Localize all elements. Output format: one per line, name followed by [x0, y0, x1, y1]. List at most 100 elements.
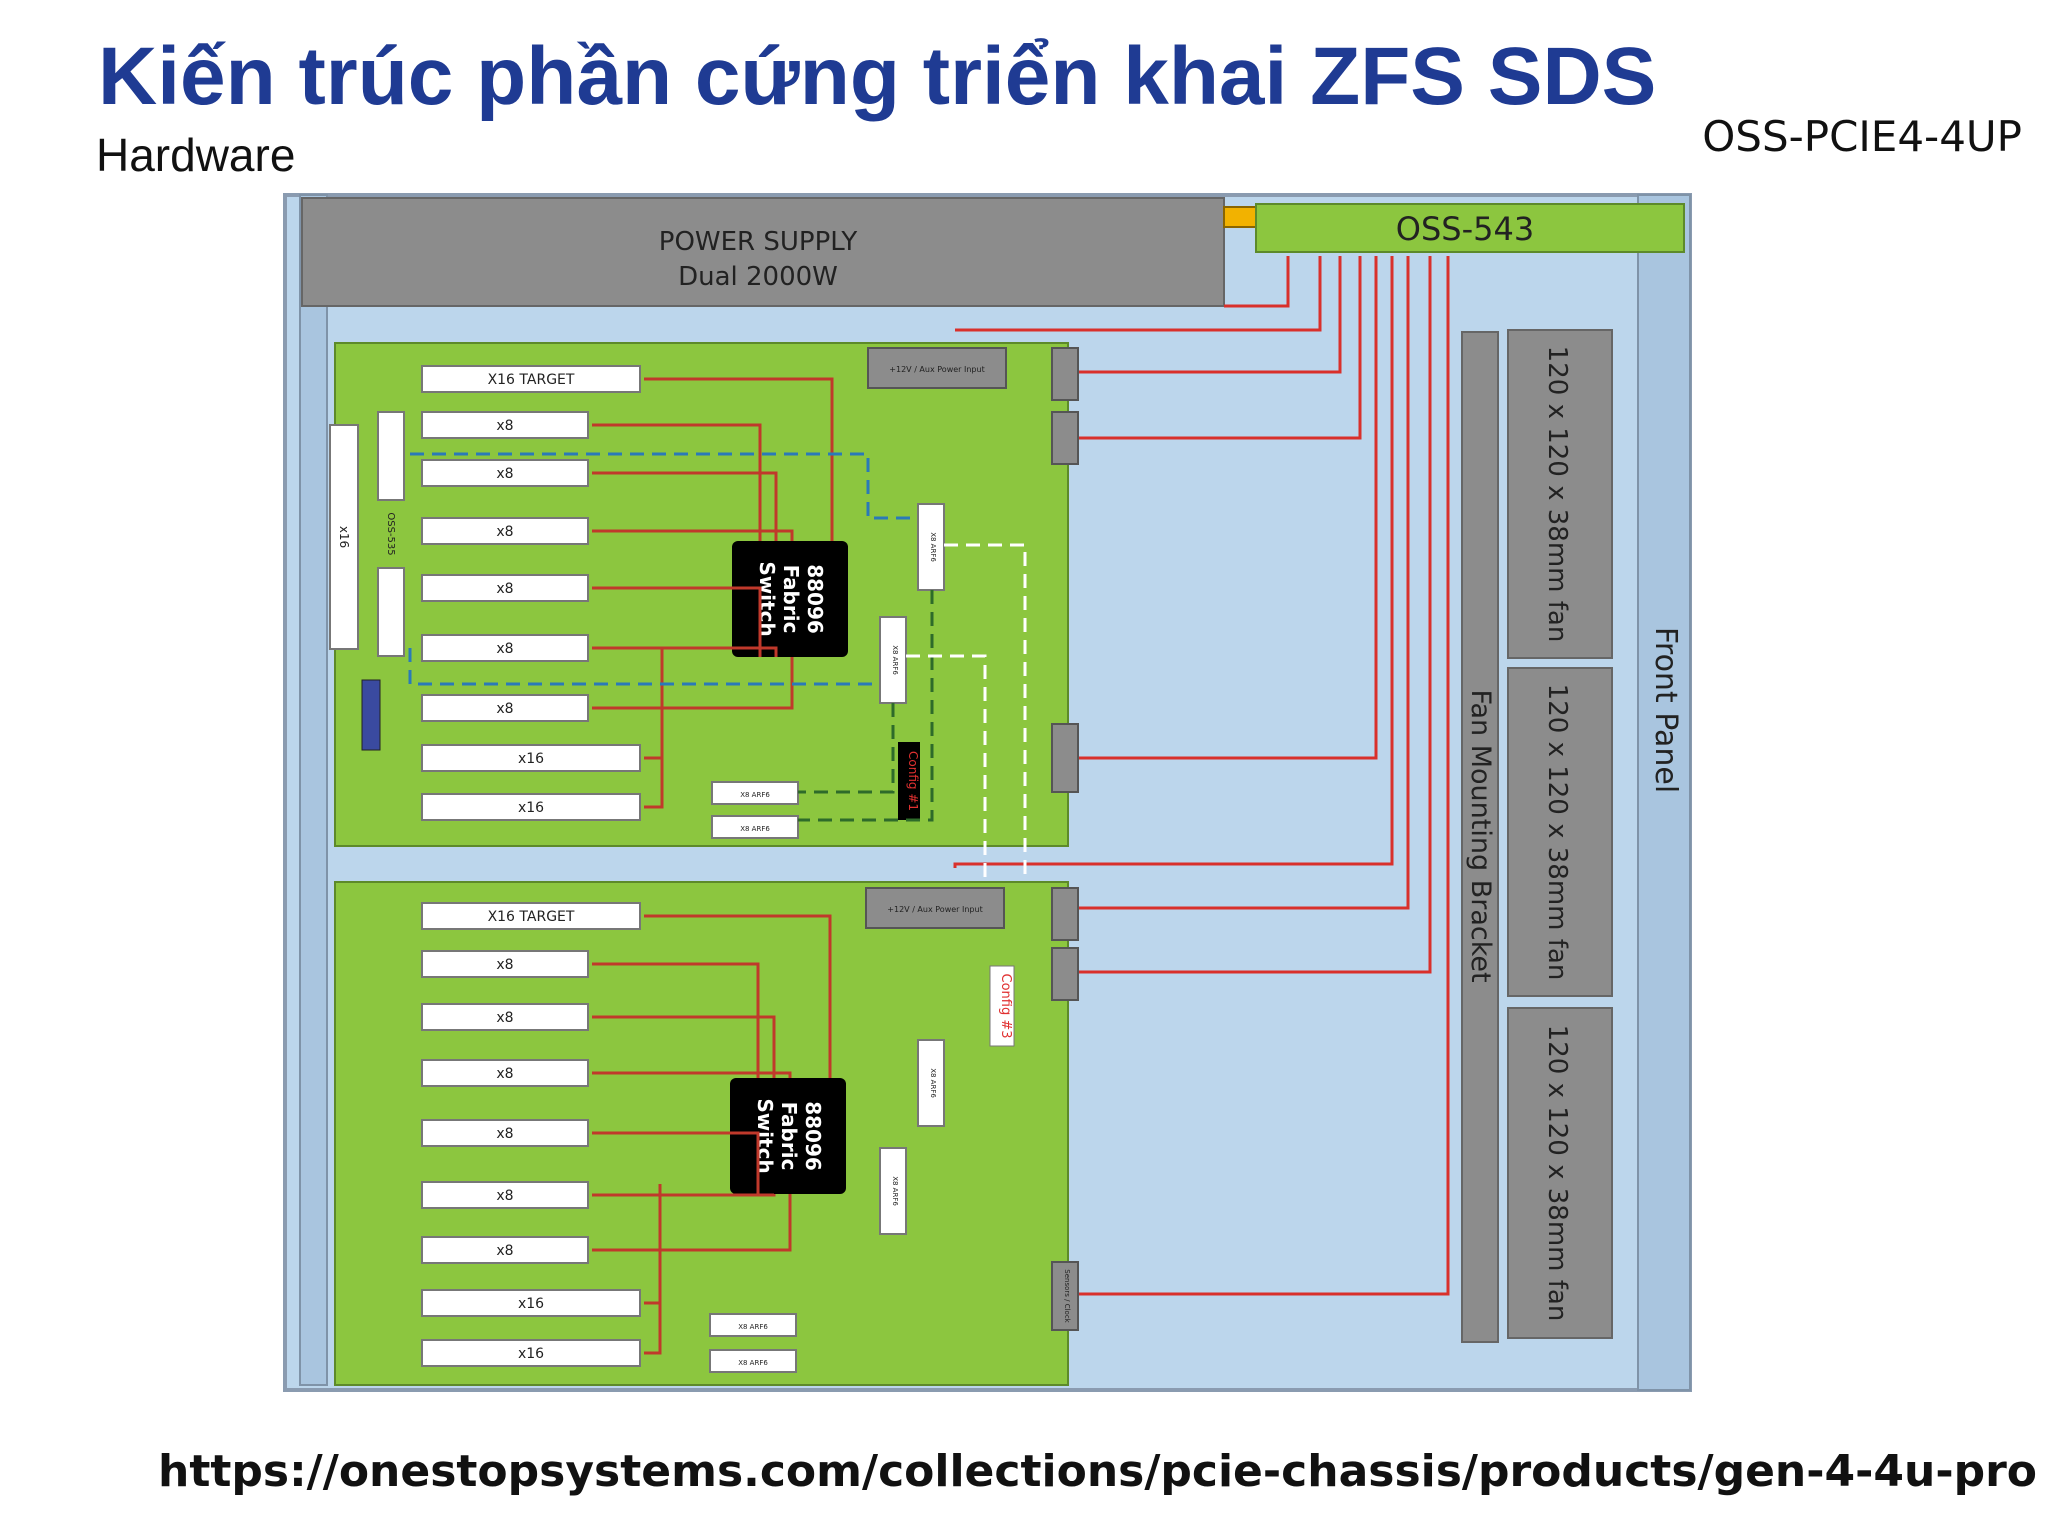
upper-green-dashed-2: [798, 703, 895, 794]
upper-blue-chip: [361, 679, 381, 751]
upper-slot-label-7: x16: [518, 751, 544, 767]
power-supply-title: POWER SUPPLY: [659, 227, 858, 257]
lower-slot-3: [421, 1059, 589, 1087]
upper-white-dashed: [906, 543, 1027, 1196]
fan-3: [1507, 1007, 1613, 1339]
upper-slot-label-0: X16 TARGET: [488, 372, 575, 388]
fan-1: [1507, 329, 1613, 659]
lower-slot-7: [421, 1289, 641, 1317]
upper-slot-0: [421, 365, 641, 393]
lower-aries-bottom-2-label: X8 ARF6: [738, 1359, 768, 1367]
upper-slot-label-2: x8: [496, 466, 513, 482]
lower-trace-8: [644, 1214, 662, 1355]
trace-lower-aux2: [1072, 256, 1432, 974]
upper-slot-label-8: x16: [518, 800, 544, 816]
slide-subtitle: Hardware: [96, 129, 296, 181]
fan-2: [1507, 667, 1613, 997]
upper-slot-3: [421, 517, 589, 545]
lower-aux-2: [1051, 947, 1079, 1001]
upper-slot-1: [421, 411, 589, 439]
upper-aux-2: [1051, 411, 1079, 465]
upper-trace-2: [592, 471, 778, 541]
lower-trace-3: [592, 1071, 792, 1078]
lower-slot-label-5: x8: [496, 1188, 513, 1204]
lower-slot-2: [421, 1003, 589, 1031]
lower-slot-5: [421, 1181, 589, 1209]
upper-trace-6: [592, 657, 794, 710]
lower-aries-right-2: [879, 1147, 907, 1235]
lower-trace-6: [592, 1194, 792, 1252]
lower-power-input: [865, 887, 1005, 929]
lower-slot-label-4: x8: [496, 1126, 513, 1142]
upper-left-card-label: OSS-535: [385, 512, 396, 555]
upper-traces: [592, 377, 834, 809]
lower-slot-label-8: x16: [518, 1346, 544, 1362]
trace-lower-power: [953, 256, 1394, 868]
lower-trace-4: [592, 1131, 760, 1194]
lower-slot-1: [421, 950, 589, 978]
front-panel: [1637, 194, 1691, 1391]
upper-slot-label-5: x8: [496, 641, 513, 657]
upper-aries-bottom-2-label: X8 ARF6: [740, 825, 770, 833]
upper-config1-label: Config #1: [906, 751, 920, 811]
product-url[interactable]: https://onestopsystems.com/collections/p…: [158, 1446, 2038, 1497]
trace-lower-aux1: [1072, 256, 1410, 910]
power-supply-rating: Dual 2000W: [678, 262, 838, 292]
lower-switch-line1: 88096: [801, 1101, 825, 1171]
upper-config1: [898, 742, 920, 820]
lower-config3: [989, 965, 1015, 1047]
upper-aries-right-1: [917, 503, 945, 591]
lower-board: +12V / Aux Power Input Sensors / Clock 8…: [334, 881, 1079, 1386]
power-supply: [301, 197, 1225, 307]
trace-upper-power: [955, 256, 1322, 332]
lower-aries-bottom-1: [709, 1313, 797, 1337]
upper-aries-bottom-1-label: X8 ARF6: [740, 791, 770, 799]
trace-psu: [1224, 256, 1290, 308]
lower-slot-label-3: x8: [496, 1066, 513, 1082]
upper-sensor-clock: [1051, 723, 1079, 793]
lower-traces: [592, 914, 832, 1355]
lower-aries-right-1: [917, 1039, 945, 1127]
upper-power-input-label: +12V / Aux Power Input: [889, 365, 984, 374]
lower-aries-bottom-2: [709, 1349, 797, 1373]
lower-slot-label-7: x16: [518, 1296, 544, 1312]
fan-2-label: 120 x 120 x 38mm fan: [1542, 684, 1572, 981]
lower-slot-label-6: x8: [496, 1243, 513, 1259]
lower-aries-bottom-1-label: X8 ARF6: [738, 1323, 768, 1331]
upper-slot-label-4: x8: [496, 581, 513, 597]
lower-slot-label-0: X16 TARGET: [488, 909, 575, 925]
upper-aries-b: [377, 567, 405, 657]
fan-3-label: 120 x 120 x 38mm fan: [1542, 1025, 1572, 1322]
upper-switch-line1: 88096: [803, 564, 827, 634]
upper-slot-label-6: x8: [496, 701, 513, 717]
upper-aries-right-1-label: X8 ARF6: [929, 532, 937, 562]
oss543-board: [1255, 203, 1685, 253]
lower-slot-8: [421, 1339, 641, 1367]
lower-power-input-label: +12V / Aux Power Input: [887, 905, 982, 914]
upper-slot-4: [421, 574, 589, 602]
lower-switch-line2: Fabric: [777, 1102, 801, 1171]
upper-trace-0: [644, 377, 834, 541]
upper-slot-7: [421, 744, 641, 772]
upper-switch-line2: Fabric: [779, 565, 803, 634]
lower-trace-5: [592, 1193, 776, 1197]
upper-slot-6: [421, 694, 589, 722]
upper-slot-2: [421, 459, 589, 487]
upper-blue-dashed: [410, 452, 918, 520]
lower-trace-2: [592, 1015, 776, 1078]
upper-slot-label-1: x8: [496, 418, 513, 434]
upper-aux-1: [1051, 347, 1079, 401]
lower-slot-6: [421, 1236, 589, 1264]
lower-aux-1: [1051, 887, 1079, 941]
lower-slot-label-2: x8: [496, 1010, 513, 1026]
upper-left-x16: [329, 424, 359, 650]
upper-trace-4: [592, 586, 762, 657]
lower-sensor-clock-label: Sensors / Clock: [1063, 1269, 1071, 1323]
trace-upper-aux1: [1072, 256, 1342, 374]
chassis-left-rail: [299, 194, 328, 1386]
power-traces: [953, 256, 1450, 1296]
upper-power-input: [867, 347, 1007, 389]
